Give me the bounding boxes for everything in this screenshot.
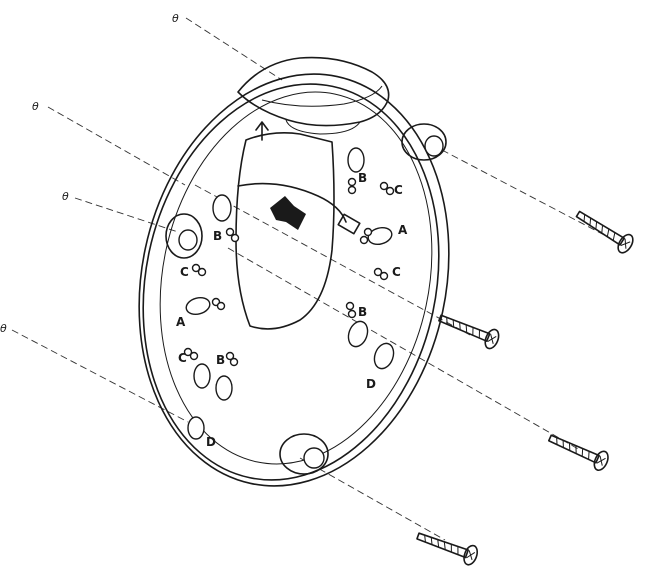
boss-left-hole — [178, 229, 198, 251]
theta-label-3: θ — [62, 190, 69, 203]
label-d-left: D — [206, 435, 216, 449]
alignment-line-top — [185, 17, 283, 81]
boss-bottom-outer — [279, 433, 329, 475]
theta-label-2: θ — [32, 100, 39, 113]
boss-top-right-outer — [401, 123, 447, 161]
hole-pair-c2-b — [197, 267, 207, 277]
screw-lower-right-shaft — [547, 434, 600, 464]
boss-left — [165, 213, 203, 259]
hole-pair-b2-a — [225, 227, 235, 237]
label-b-left: B — [213, 229, 222, 243]
screw-mid-right — [438, 314, 500, 350]
screw-top-right-thread — [583, 214, 616, 241]
screw-bottom-thread — [424, 535, 459, 555]
label-a-right: A — [398, 223, 408, 237]
cable-cover-cap — [237, 56, 390, 127]
screw-bottom-shaft — [416, 532, 470, 559]
boss-top-right-hole — [424, 135, 444, 157]
screw-top-right-shaft — [575, 210, 626, 246]
boss-bottom — [279, 433, 329, 475]
slot-d-right — [373, 342, 395, 370]
hole-pair-c3-b — [379, 271, 389, 281]
hole-pair-c4-a — [183, 347, 193, 357]
mount-plate: B C B A C C A B C B D D — [138, 56, 450, 487]
hole-pairs — [183, 177, 395, 367]
slot-b-lower — [215, 375, 233, 401]
theta-markers: θ θ θ θ — [0, 12, 179, 335]
screw-bottom — [416, 532, 479, 566]
screw-lower-right-cross-icon — [596, 455, 606, 466]
slot-d-left — [187, 416, 205, 440]
alignment-line-mid-through — [227, 247, 581, 451]
screw-mid-right-head — [484, 328, 500, 350]
up-arrow-mark — [255, 121, 269, 141]
screw-lower-right-head — [593, 450, 609, 472]
slot-c-lower — [193, 363, 211, 389]
alignment-line-mid — [74, 197, 179, 233]
alignment-line-right-top — [441, 149, 611, 239]
hole-pair-a1-b — [363, 227, 373, 237]
hole-pair-c1-b — [385, 186, 395, 196]
hole-pair-b1-b — [347, 185, 357, 195]
slot-b-upper — [347, 147, 365, 173]
label-b-right: B — [358, 305, 367, 319]
hole-pair-a1-a — [359, 235, 369, 245]
screw-lower-right — [547, 434, 609, 472]
hole-labels: B C B A C C A B C B D D — [176, 171, 408, 449]
alignment-line-lower-through — [299, 457, 446, 541]
alignment-lines — [11, 17, 611, 541]
theta-label-1: θ — [172, 12, 179, 25]
cable-wire — [237, 182, 347, 223]
screw-top-right-cross-icon — [620, 238, 631, 249]
plate-recess — [159, 91, 433, 465]
label-b-upper: B — [358, 171, 367, 185]
boss-bottom-hole — [303, 447, 325, 469]
alignment-line-upper — [47, 106, 186, 186]
slot-a-left — [185, 296, 211, 316]
cable-connector — [337, 213, 361, 235]
hole-pair-b3-b — [347, 309, 357, 319]
hole-pair-a2-b — [216, 301, 226, 311]
screw-mid-right-shaft — [438, 314, 491, 342]
screw-top-right-head — [617, 233, 634, 254]
slot-b-right — [347, 320, 369, 348]
hole-pair-b2-b — [230, 233, 240, 243]
label-c-right: C — [392, 265, 401, 279]
hole-pair-b4-b — [229, 357, 239, 367]
slot-b-left — [212, 194, 232, 222]
label-d-right: D — [366, 377, 376, 391]
cable-opening — [235, 132, 335, 330]
screw-mid-right-thread — [446, 317, 481, 339]
alignment-line-upper-through — [194, 184, 471, 336]
hole-pair-c4-b — [189, 351, 199, 361]
alignment-line-lower — [11, 329, 189, 423]
cap-base — [285, 119, 361, 135]
hole-pair-b1-a — [347, 177, 357, 187]
theta-label-4: θ — [0, 322, 7, 335]
cap-edge — [261, 85, 383, 107]
boss-top-right — [401, 123, 447, 161]
label-c-lower: C — [178, 351, 187, 365]
plate-inner-rim — [142, 83, 440, 481]
slot-a-right — [367, 226, 393, 246]
hole-pair-b3-a — [345, 301, 355, 311]
label-b-lower: B — [216, 353, 225, 367]
hole-pair-c2-a — [191, 263, 201, 273]
direction-arrow-icon — [270, 196, 306, 230]
screw-bottom-cross-icon — [466, 550, 476, 561]
hole-pair-c1-a — [379, 181, 389, 191]
label-c-upper: C — [394, 183, 403, 197]
label-a-left: A — [176, 315, 186, 329]
hole-pair-c3-a — [373, 267, 383, 277]
screw-mid-right-cross-icon — [487, 334, 497, 344]
hole-pair-b4-a — [225, 351, 235, 361]
plate-outer-rim — [138, 73, 450, 487]
boss-left-outer — [165, 213, 203, 259]
screw-lower-right-thread — [556, 437, 590, 460]
label-c-left: C — [180, 265, 189, 279]
screw-bottom-head — [463, 544, 479, 566]
screw-top-right — [575, 210, 634, 254]
